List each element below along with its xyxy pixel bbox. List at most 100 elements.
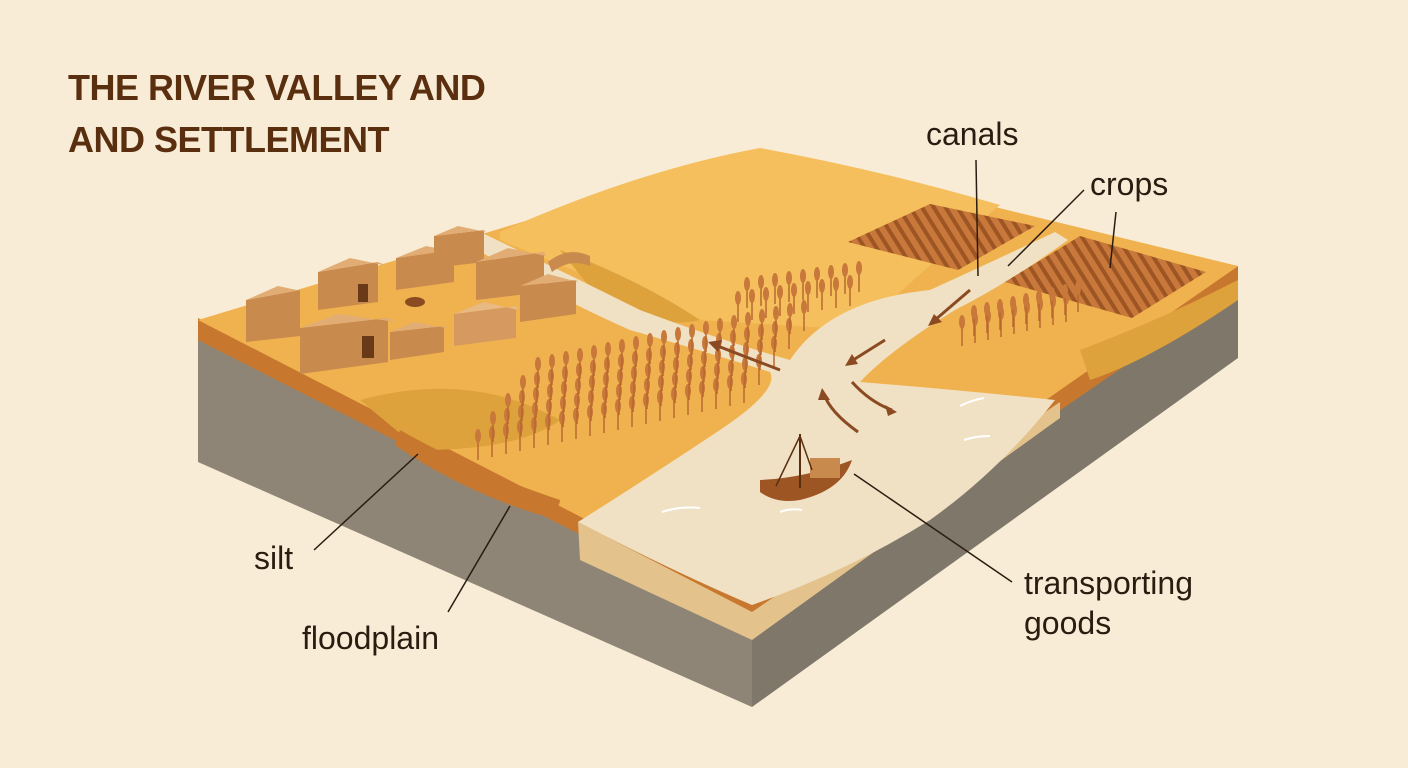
wheat-stalk (763, 287, 769, 318)
flow-arrow-head (708, 340, 722, 352)
wheat-stalk (675, 327, 681, 358)
river (470, 232, 1068, 605)
wheat-stalk (819, 279, 825, 310)
right-cross-section (752, 268, 1238, 707)
wheat-stalk (735, 291, 741, 322)
flow-arrow (714, 343, 781, 372)
wheat-stalk (1023, 293, 1029, 324)
wheat-stalk (833, 277, 839, 308)
leader-crops-1 (1007, 189, 1085, 267)
flow-arrow-head (928, 314, 942, 326)
footbridge (548, 252, 590, 272)
wheat-stalk (786, 271, 792, 302)
title-line-1: THE RIVER VALLEY AND (68, 67, 486, 108)
wheat-stalk (1075, 281, 1081, 312)
hill-shadow-east (1080, 280, 1238, 380)
well (405, 297, 425, 307)
settlement (246, 226, 590, 374)
diagram-title: THE RIVER VALLEY AND AND SETTLEMENT (68, 62, 486, 166)
wheat-stalk (647, 333, 653, 364)
leader-lines (313, 159, 1117, 613)
wheat-stalk (777, 285, 783, 316)
wheat-stalk (847, 275, 853, 306)
wheat-stalk (856, 261, 862, 292)
crop-field-east (1005, 236, 1206, 318)
wheat-stalk (535, 357, 541, 388)
wheat-stalk (619, 339, 625, 370)
wheat-stalk (1062, 284, 1068, 315)
wheat-stalk (591, 345, 597, 376)
leader-canals (975, 159, 979, 277)
wheat-stalk (758, 275, 764, 306)
title-line-2: AND SETTLEMENT (68, 119, 390, 160)
wheat-stalk (828, 265, 834, 296)
wheat-stalk (800, 269, 806, 300)
mud-brick-house (454, 302, 518, 346)
flow-arrow-head (845, 354, 858, 366)
wheat-stalk (814, 267, 820, 298)
flow-arrow-head (885, 405, 897, 416)
mud-brick-house (434, 226, 486, 268)
hill-shadow-north (560, 250, 700, 323)
wheat-stalk (1010, 296, 1016, 327)
mud-brick-house (318, 258, 388, 310)
leader-floodplain (447, 505, 511, 613)
wheat-stalk (549, 354, 555, 385)
label-transporting-line-2: goods (1024, 605, 1112, 641)
wheat-stalk (791, 283, 797, 314)
wheat-stalk (490, 411, 496, 442)
crop-field-north (848, 204, 1035, 270)
wheat-stalk (661, 330, 667, 361)
wheat-stalk (772, 273, 778, 304)
mud-brick-house (390, 322, 446, 360)
label-canals: canals (926, 116, 1019, 152)
flow-arrow (849, 338, 886, 364)
label-floodplain: floodplain (302, 620, 439, 656)
wheat-stalk (759, 309, 765, 340)
wheat-stalk (703, 321, 709, 352)
leader-transporting (853, 473, 1013, 583)
flow-arrow (934, 288, 971, 322)
wheat-stalk (773, 306, 779, 337)
left-cross-section (198, 322, 752, 707)
wheat-stalk (475, 429, 481, 460)
water-ripples (661, 397, 991, 513)
wheat-stalk (520, 375, 526, 406)
water-flow-arrows (708, 288, 971, 434)
wheat-stalk (745, 312, 751, 343)
wheat-stalk (1036, 290, 1042, 321)
wheat-stalk (749, 289, 755, 320)
crop-fields (848, 204, 1206, 318)
wheat-stalk (633, 336, 639, 367)
wheat-stalk (605, 342, 611, 373)
wheat-stalk (842, 263, 848, 294)
wheat-stalk (577, 348, 583, 379)
wheat-stalk (787, 303, 793, 334)
wheat-stalk (984, 302, 990, 333)
leader-silt (313, 453, 419, 551)
label-transporting-line-1: transporting (1024, 565, 1193, 601)
label-crops: crops (1090, 166, 1169, 202)
wheat-stalk (997, 299, 1003, 330)
wheat-stalk (971, 305, 977, 336)
wheat-stalk (744, 277, 750, 308)
mud-brick-house (246, 314, 300, 342)
wheat-stalk (959, 315, 965, 346)
mud-brick-house (520, 274, 578, 322)
wheat-stalk (689, 324, 695, 355)
wheat-crops (475, 261, 1081, 460)
wheat-stalk (505, 393, 511, 424)
leader-crops-2 (1109, 211, 1117, 269)
mud-brick-house (300, 314, 396, 374)
wheat-stalk (563, 351, 569, 382)
wheat-stalk (805, 281, 811, 312)
label-transporting-goods: transporting goods (1024, 563, 1193, 643)
label-silt: silt (254, 540, 294, 576)
cargo-boat (760, 434, 852, 501)
flow-arrow-head (818, 388, 830, 400)
wheat-stalk (801, 300, 807, 331)
wheat-stalk (1049, 287, 1055, 318)
wheat-stalk (731, 315, 737, 346)
river-bank-silt (395, 430, 560, 515)
